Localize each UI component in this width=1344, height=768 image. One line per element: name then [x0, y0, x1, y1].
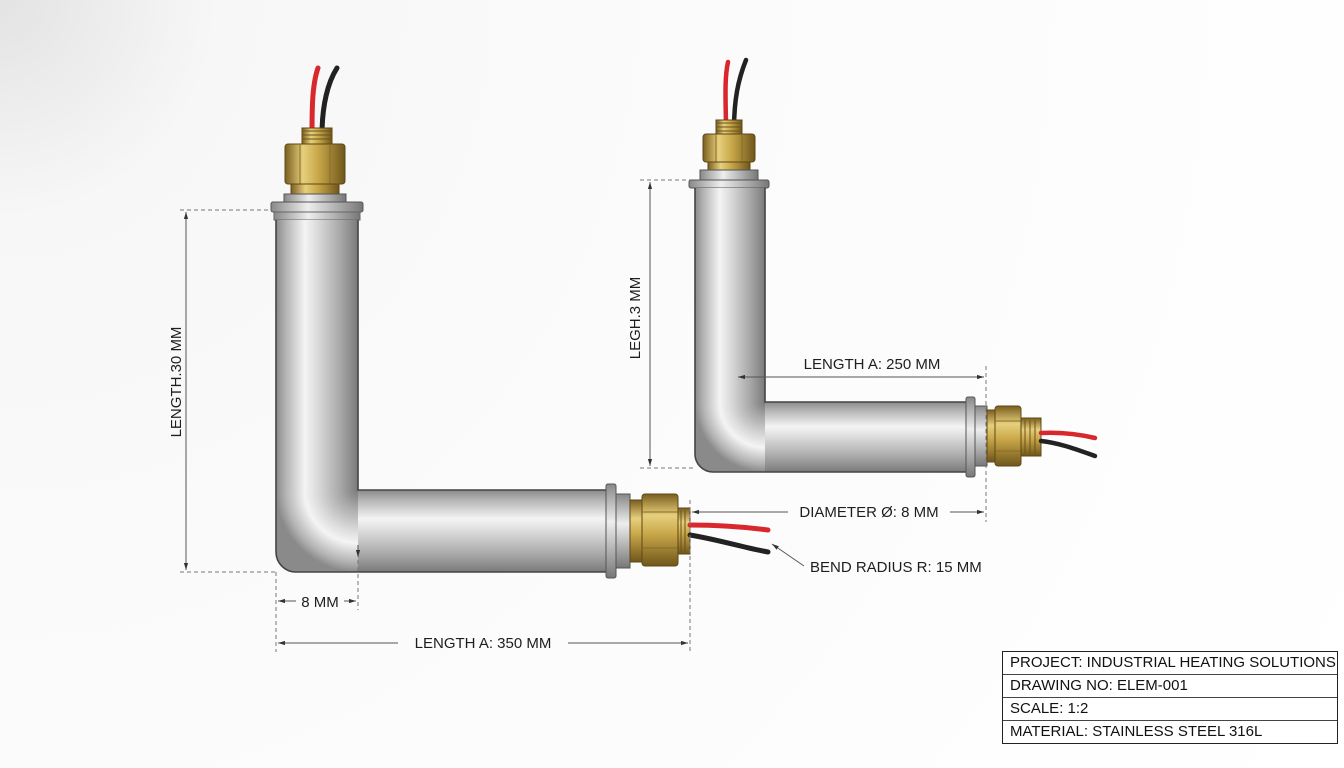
right-side-red-wire	[1038, 430, 1098, 441]
left-diameter-label: 8 MM	[301, 594, 339, 611]
left-top-red-wire	[309, 65, 321, 138]
left-side-fitting	[605, 483, 691, 579]
title-block-drawing-no: DRAWING NO: ELEM-001	[1003, 675, 1337, 698]
left-top-fitting	[270, 127, 364, 221]
left-top-black-wire	[319, 65, 340, 138]
left-elbow	[276, 490, 358, 572]
left-side-red-wire	[687, 522, 771, 533]
title-block: PROJECT: INDUSTRIAL HEATING SOLUTIONS DR…	[1002, 651, 1338, 744]
right-horizontal-tube	[765, 402, 970, 472]
title-block-material: MATERIAL: STAINLESS STEEL 316L	[1010, 723, 1263, 740]
right-diameter-label: DIAMETER Ø: 8 MM	[799, 504, 938, 521]
left-vertical-tube	[276, 220, 358, 490]
right-horizontal-length-label: LENGTH A: 250 MM	[804, 356, 941, 373]
title-block-project: PROJECT: INDUSTRIAL HEATING SOLUTIONS	[1003, 652, 1337, 675]
right-top-fitting	[688, 119, 770, 189]
bend-radius-label: BEND RADIUS R: 15 MM	[810, 559, 982, 576]
right-vertical-length-label: LEGH.3 MM	[627, 277, 644, 360]
left-vertical-length-label: LENGTH.30 MM	[168, 327, 185, 438]
right-dimensions: LEGH.3 MM LENGTH A: 250 MM DIAMETER Ø: 8…	[627, 179, 987, 576]
left-horizontal-tube	[358, 490, 610, 572]
right-side-fitting	[965, 396, 1042, 478]
left-side-black-wire	[687, 532, 771, 555]
right-heating-element	[688, 57, 1098, 478]
title-block-scale: SCALE: 1:2	[1003, 698, 1337, 721]
left-heating-element	[270, 65, 771, 579]
right-side-black-wire	[1038, 438, 1098, 459]
right-vertical-tube	[695, 188, 765, 402]
right-elbow	[695, 402, 765, 472]
left-horizontal-length-label: LENGTH A: 350 MM	[415, 635, 552, 652]
left-dimensions: LENGTH.30 MM 8 MM LENGTH A: 350 MM	[168, 209, 691, 652]
